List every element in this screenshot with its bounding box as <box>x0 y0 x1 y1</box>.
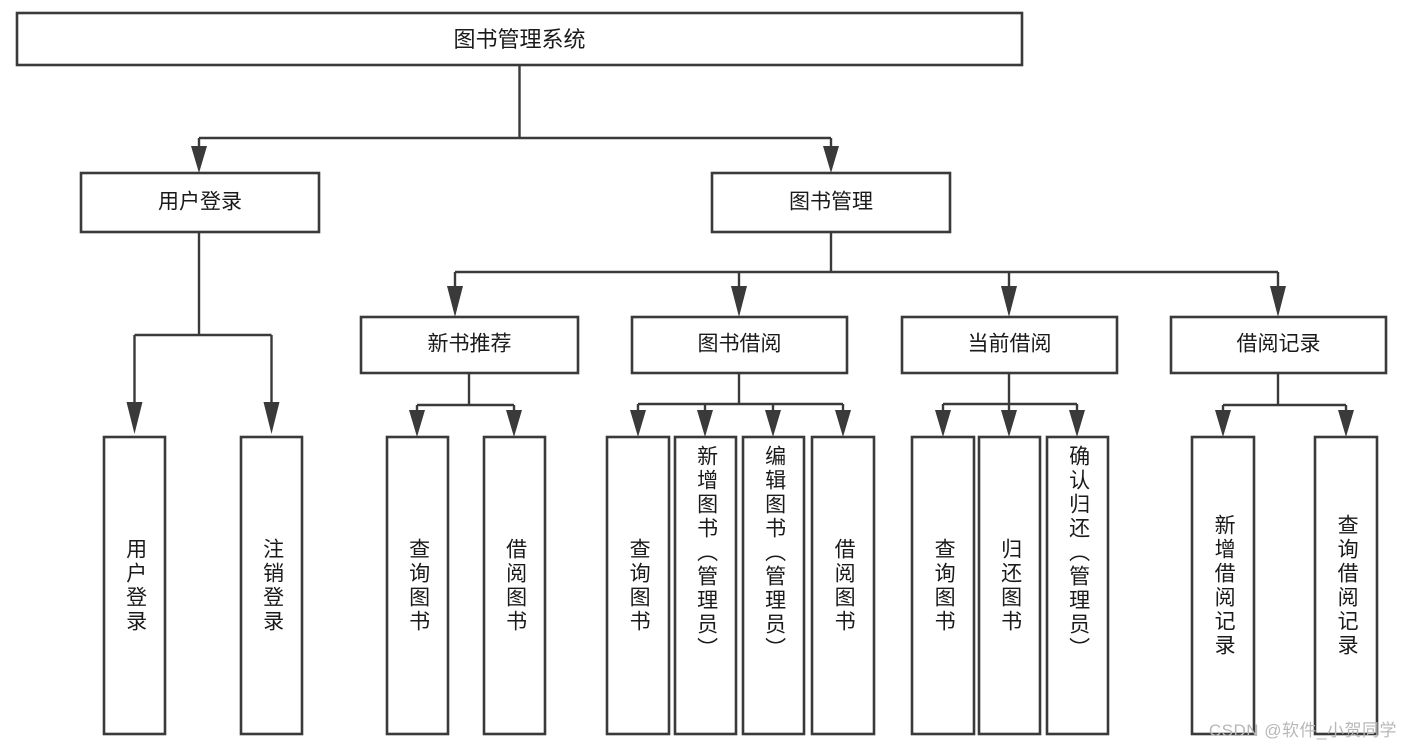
arrow-head-leaf-return-book <box>1001 410 1017 437</box>
node-leaf-query-book-1-box[interactable] <box>385 435 450 736</box>
node-book-manage-label: 图书管理 <box>789 191 873 214</box>
arrow-head-leaf-borrow-book-2 <box>835 410 851 437</box>
node-leaf-query-book-3-box[interactable] <box>910 435 976 736</box>
node-book-borrow-box[interactable] <box>630 315 849 375</box>
arrow-head-user-login <box>191 146 207 173</box>
arrow-head-leaf-borrow-book-1 <box>506 410 522 437</box>
arrow-head-borrow-record <box>1270 286 1286 317</box>
node-book-borrow-label: 图书借阅 <box>698 333 782 356</box>
arrow-head-leaf-add-record <box>1215 410 1231 437</box>
arrow-head-leaf-query-book-3 <box>935 410 951 437</box>
node-user-login-box[interactable] <box>79 171 321 234</box>
node-borrow-record-label: 借阅记录 <box>1237 333 1321 356</box>
node-current-borrow-box[interactable] <box>900 315 1119 375</box>
node-leaf-return-book-box[interactable] <box>977 435 1042 736</box>
node-root-label: 图书管理系统 <box>453 27 585 52</box>
node-leaf-add-book-box[interactable] <box>673 435 738 736</box>
arrow-head-book-borrow <box>731 286 747 317</box>
arrow-head-leaf-user-login <box>126 402 143 434</box>
node-leaf-query-record-box[interactable] <box>1313 435 1379 736</box>
arrow-head-leaf-query-book-1 <box>409 410 425 437</box>
arrow-head-new-book-rec <box>447 286 463 317</box>
node-new-book-rec-label: 新书推荐 <box>428 333 512 356</box>
node-root-box[interactable] <box>15 11 1024 67</box>
arrow-head-current-borrow <box>1001 286 1017 317</box>
arrow-head-leaf-add-book <box>697 410 713 437</box>
node-leaf-user-login-box[interactable] <box>102 435 167 736</box>
arrow-head-leaf-edit-book <box>765 410 781 437</box>
watermark-text: CSDN @软件_小贺同学 <box>1208 721 1397 740</box>
node-leaf-add-record-box[interactable] <box>1190 435 1256 736</box>
arrow-head-leaf-logout <box>263 402 280 434</box>
node-current-borrow-label: 当前借阅 <box>968 333 1052 356</box>
arrow-head-leaf-confirm-return <box>1069 410 1085 437</box>
arrow-head-leaf-query-book-2 <box>630 410 646 437</box>
arrow-head-leaf-query-record <box>1338 410 1354 437</box>
node-new-book-rec-box[interactable] <box>359 315 580 375</box>
node-leaf-borrow-book-1-box[interactable] <box>482 435 547 736</box>
node-user-login-label: 用户登录 <box>158 191 242 214</box>
node-book-manage-box[interactable] <box>710 171 952 234</box>
node-leaf-logout-box[interactable] <box>239 435 304 736</box>
node-leaf-borrow-book-2-box[interactable] <box>810 435 876 736</box>
connector-layer <box>126 65 1354 437</box>
node-layer: 图书管理系统 用户登录 图书管理 新书推荐 图书借阅 当前借阅 借阅记录 <box>15 11 1388 736</box>
node-leaf-query-book-2-box[interactable] <box>605 435 671 736</box>
node-borrow-record-box[interactable] <box>1169 315 1388 375</box>
arrow-head-book-manage <box>823 146 839 173</box>
node-leaf-confirm-return-box[interactable] <box>1045 435 1110 736</box>
node-leaf-edit-book-box[interactable] <box>741 435 806 736</box>
